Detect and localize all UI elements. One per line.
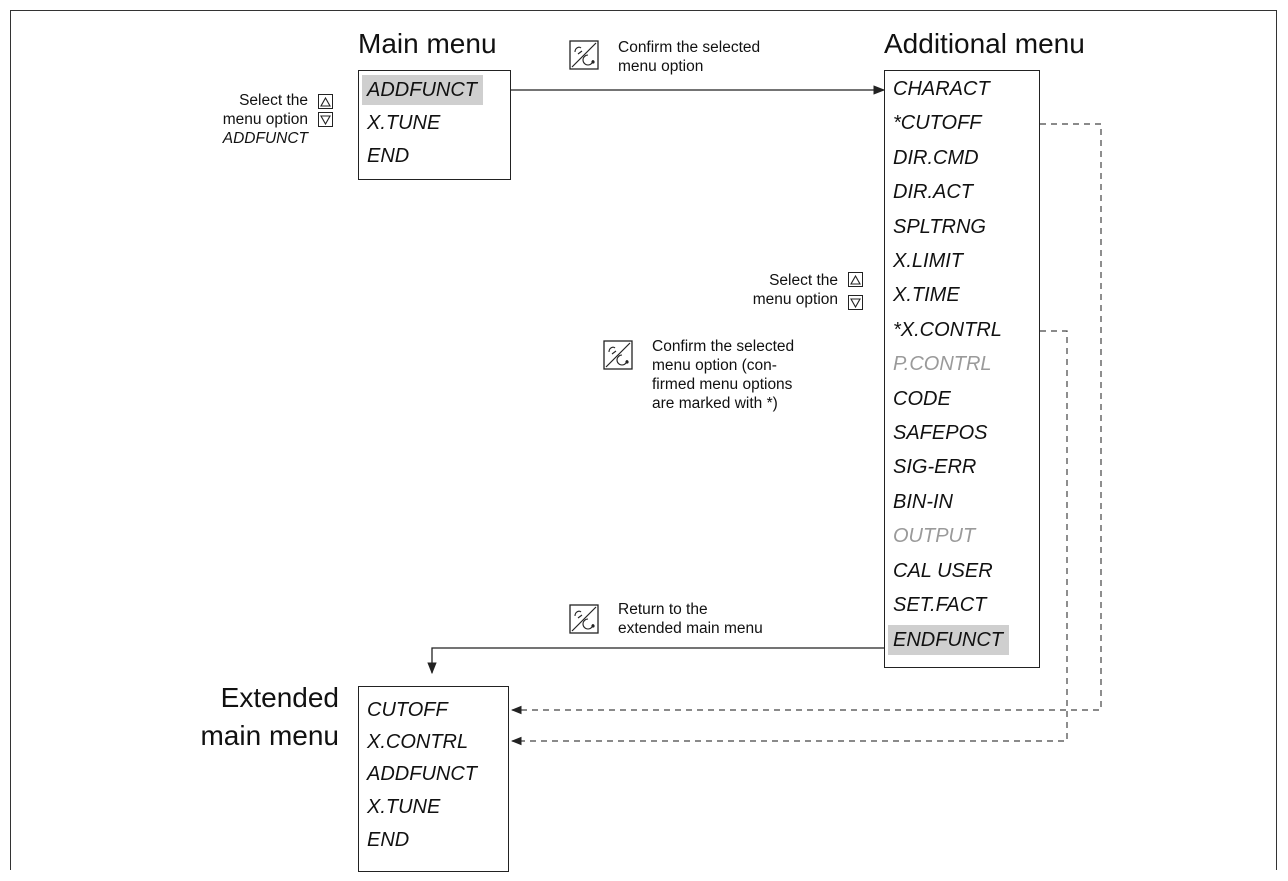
select-option-note: Select the menu option bbox=[720, 271, 838, 309]
additional-menu-item: P.CONTRL bbox=[893, 353, 992, 375]
dashed-arrow-cutoff bbox=[510, 123, 1102, 715]
note-line: menu option bbox=[618, 58, 704, 75]
additional-menu-item[interactable]: *X.CONTRL bbox=[893, 319, 1002, 341]
additional-menu-box: CHARACT *CUTOFF DIR.CMD DIR.ACT SPLTRNG … bbox=[884, 70, 1040, 668]
extended-menu-box: CUTOFF X.CONTRL ADDFUNCT X.TUNE END bbox=[358, 686, 509, 872]
main-menu-item-end[interactable]: END bbox=[367, 145, 410, 167]
note-line: Confirm the selected bbox=[618, 39, 761, 56]
additional-menu-item[interactable]: CHARACT bbox=[893, 78, 990, 100]
return-note: Return to the extended main menu bbox=[618, 600, 763, 638]
additional-menu-item[interactable]: DIR.CMD bbox=[893, 147, 979, 169]
dashed-arrow-xcontrl bbox=[510, 330, 1068, 746]
confirm-top-note: Confirm the selected menu option bbox=[618, 38, 760, 76]
up-arrow-key-icon bbox=[318, 94, 333, 109]
main-menu-item-addfunct[interactable]: ADDFUNCT bbox=[362, 75, 483, 105]
enter-exit-key-icon bbox=[569, 604, 599, 634]
additional-menu-item[interactable]: SPLTRNG bbox=[893, 216, 986, 238]
additional-menu-item[interactable]: SIG-ERR bbox=[893, 456, 977, 478]
additional-menu-item[interactable]: CAL USER bbox=[893, 560, 993, 582]
confirm-marked-note: Confirm the selected menu option (con- f… bbox=[652, 337, 794, 413]
main-menu-box: ADDFUNCT X.TUNE END bbox=[358, 70, 511, 180]
note-line: menu option bbox=[222, 111, 308, 128]
note-line: Confirm the selected bbox=[652, 338, 795, 355]
enter-exit-key-icon bbox=[603, 340, 633, 370]
additional-menu-item[interactable]: DIR.ACT bbox=[893, 181, 973, 203]
title-line: Extended bbox=[220, 682, 339, 713]
note-line: Select the bbox=[769, 272, 838, 289]
diagram-frame bbox=[10, 10, 1277, 870]
extended-menu-item[interactable]: X.CONTRL bbox=[367, 731, 469, 753]
note-line: extended main menu bbox=[618, 620, 763, 637]
additional-menu-item[interactable]: *CUTOFF bbox=[893, 112, 982, 134]
extended-menu-item[interactable]: CUTOFF bbox=[367, 699, 448, 721]
additional-menu-item[interactable]: X.TIME bbox=[893, 284, 960, 306]
additional-menu-item[interactable]: SET.FACT bbox=[893, 594, 987, 616]
additional-menu-item[interactable]: SAFEPOS bbox=[893, 422, 988, 444]
main-menu-item-xtune[interactable]: X.TUNE bbox=[367, 112, 441, 134]
note-line: firmed menu options bbox=[652, 376, 793, 393]
additional-menu-item[interactable]: X.LIMIT bbox=[893, 250, 964, 272]
note-line: are marked with *) bbox=[652, 395, 778, 412]
extended-menu-item[interactable]: END bbox=[367, 829, 410, 851]
extended-menu-item[interactable]: ADDFUNCT bbox=[367, 763, 477, 785]
up-arrow-key-icon bbox=[848, 272, 863, 287]
note-line: Return to the bbox=[618, 601, 708, 618]
additional-menu-item[interactable]: BIN-IN bbox=[893, 491, 953, 513]
down-arrow-key-icon bbox=[318, 112, 333, 127]
arrow-endfunct-to-extended bbox=[427, 647, 884, 675]
note-line: Select the bbox=[239, 92, 308, 109]
additional-menu-item[interactable]: CODE bbox=[893, 388, 951, 410]
additional-menu-item: OUTPUT bbox=[893, 525, 976, 547]
select-addfunct-note: Select the menu option ADDFUNCT bbox=[186, 91, 308, 148]
enter-exit-key-icon bbox=[569, 40, 599, 70]
title-line: main menu bbox=[200, 720, 339, 751]
main-menu-title: Main menu bbox=[358, 28, 497, 59]
extended-menu-title: Extended main menu bbox=[184, 679, 339, 755]
additional-menu-item-endfunct[interactable]: ENDFUNCT bbox=[888, 625, 1009, 655]
note-line: menu option (con- bbox=[652, 357, 777, 374]
additional-menu-title: Additional menu bbox=[884, 28, 1085, 59]
down-arrow-key-icon bbox=[848, 295, 863, 310]
note-line: menu option bbox=[752, 291, 838, 308]
extended-menu-item[interactable]: X.TUNE bbox=[367, 796, 441, 818]
note-line: ADDFUNCT bbox=[222, 130, 308, 147]
